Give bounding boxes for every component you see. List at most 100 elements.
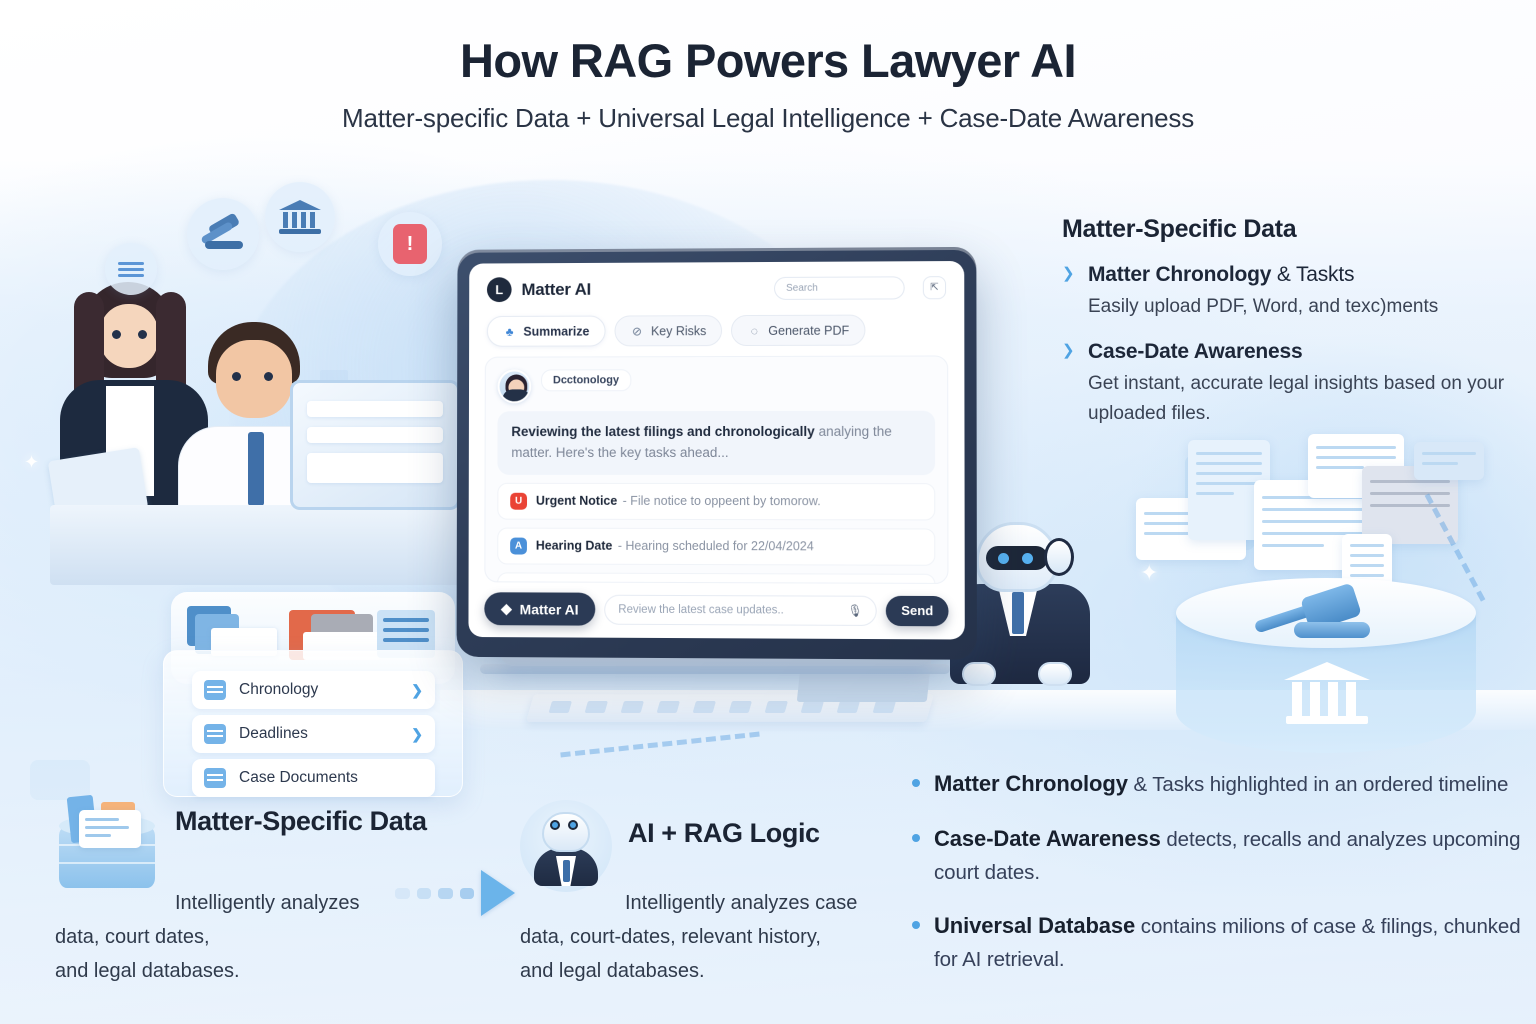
drop-icon: ◌ — [750, 323, 758, 338]
desk-left — [50, 505, 470, 585]
message-input[interactable]: Review the latest case updates.. 🎙 — [604, 594, 877, 626]
bottom-block-description: Intelligently analyzes data, court dates… — [55, 886, 485, 988]
generate-pdf-label: Generate PDF — [768, 323, 850, 338]
bullet-bold: Matter Chronology — [934, 771, 1128, 796]
task-text: - Hearing scheduled for 22/04/2024 — [614, 539, 814, 554]
bullet-rest: detects, recalls and analyzes upcoming c… — [934, 827, 1521, 884]
document-icon — [204, 724, 226, 744]
arrow-dash — [438, 887, 453, 899]
message-header: Dcctonology — [497, 369, 936, 404]
chevron-down-icon: ❯ — [1062, 265, 1075, 282]
matter-ai-pill-label: Matter AI — [519, 600, 579, 618]
summarize-button[interactable]: ♣ Summarize — [486, 315, 606, 347]
stack-row-label: Chronology — [239, 681, 319, 698]
bullet-rest: & Tasks highlighted in an ordered timeli… — [1127, 773, 1509, 796]
sender-chip: Dcctonology — [541, 369, 631, 392]
app-title: Matter AI — [521, 279, 592, 299]
generate-pdf-button[interactable]: ◌ Generate PDF — [731, 314, 866, 347]
bullet-bold: Case-Date Awareness — [934, 825, 1161, 851]
stack-row-label: Deadlines — [239, 725, 308, 742]
bullet-dot-icon — [912, 779, 920, 787]
bullet-item-chronology: Matter Chronology & Tasks highlighted in… — [912, 767, 1526, 802]
stack-row-label: Case Documents — [239, 769, 358, 786]
message-input-placeholder: Review the latest case updates.. — [618, 603, 784, 616]
database-documents-icon — [55, 788, 159, 892]
urgent-badge-icon: U — [510, 492, 528, 510]
app-header: L Matter AI Search ⇱ — [469, 261, 964, 312]
action-toolbar: ♣ Summarize ⊘ Key Risks ◌ Generate PDF — [469, 310, 964, 357]
hearing-badge-icon: A — [510, 537, 527, 555]
arrow-dash — [416, 887, 431, 899]
search-input[interactable]: Search — [774, 276, 905, 300]
feature-title-bold: Matter Chronology — [1088, 263, 1272, 286]
bullet-dot-icon — [912, 920, 920, 929]
bank-columns-icon — [279, 200, 321, 234]
header: How RAG Powers Lawyer AI Matter-specific… — [0, 34, 1536, 134]
app-screen: L Matter AI Search ⇱ ♣ Summarize ⊘ Key R… — [468, 260, 965, 640]
bank-columns-icon — [1284, 662, 1370, 726]
stack-row-chronology[interactable]: Chronology ❯ — [192, 671, 435, 709]
gavel-block-icon — [1294, 622, 1370, 638]
bubble-bank-icon — [265, 182, 335, 252]
right-feature-item-case-date: ❯ Case-Date Awareness Get instant, accur… — [1062, 340, 1522, 428]
chevron-down-icon: ❯ — [1062, 342, 1075, 360]
avatar — [497, 369, 532, 404]
document-lines-icon — [118, 259, 144, 280]
right-feature-panel: Matter-Specific Data ❯ Matter Chronology… — [1062, 215, 1522, 428]
card-stack-panel: Chronology ❯ Deadlines ❯ Case Documents — [163, 592, 463, 797]
key-risks-button[interactable]: ⊘ Key Risks — [614, 315, 723, 347]
documents-illustration — [1126, 434, 1526, 628]
stack-row-case-documents[interactable]: Case Documents — [192, 759, 435, 797]
bullet-item-universal-database: Universal Database contains milions of c… — [912, 909, 1526, 976]
arrow-dash — [459, 887, 474, 899]
task-text: - File notice to oppeent by tomorow. — [619, 494, 821, 509]
microphone-icon[interactable]: 🎙 — [847, 603, 863, 618]
feature-description: Get instant, accurate legal insights bas… — [1088, 373, 1505, 424]
expand-icon[interactable]: ⇱ — [922, 276, 947, 300]
robot-illustration — [796, 522, 1120, 712]
desc-line: and legal databases. — [55, 960, 240, 982]
bubble-gavel-icon — [187, 198, 259, 270]
send-button[interactable]: Send — [885, 595, 949, 626]
message-strong: Reviewing the latest filings and chronol… — [511, 423, 815, 440]
task-title: Urgent Notice — [535, 494, 618, 509]
pin-icon: ♣ — [505, 324, 514, 339]
task-row-urgent-notice[interactable]: U Urgent Notice - File notice to oppeent… — [497, 482, 936, 521]
bullet-dot-icon — [912, 833, 920, 842]
bottom-block-title: Matter-Specific Data — [175, 806, 427, 836]
shield-icon: ⊘ — [632, 323, 643, 338]
chevron-down-icon[interactable]: ❯ — [411, 681, 423, 698]
folder-icon — [204, 680, 226, 700]
bullet-rest: contains milions of case & filings, chun… — [934, 914, 1521, 971]
robot-icon — [520, 800, 612, 892]
task-row-hearing-date[interactable]: A Hearing Date - Hearing scheduled for 2… — [497, 527, 936, 566]
arrow-head-icon — [481, 870, 515, 916]
page-title: How RAG Powers Lawyer AI — [460, 34, 1077, 87]
gavel-icon — [200, 212, 245, 251]
monitor-frame: L Matter AI Search ⇱ ♣ Summarize ⊘ Key R… — [456, 246, 977, 660]
assistant-message: Reviewing the latest filings and chronol… — [497, 410, 936, 475]
arrow-dash — [395, 887, 410, 899]
right-feature-item-chronology: ❯ Matter Chronology & Taskts Easily uplo… — [1062, 263, 1522, 321]
sparkle-decoration: ✦ — [1140, 560, 1159, 585]
bubble-alert-icon: ! — [378, 212, 442, 276]
flow-arrow — [395, 870, 515, 916]
bubble-document-icon — [105, 243, 157, 295]
bottom-bullet-list: Matter Chronology & Tasks highlighted in… — [912, 767, 1526, 996]
matter-ai-pill[interactable]: ◆ Matter AI — [484, 592, 596, 626]
search-placeholder: Search — [786, 282, 818, 294]
desc-line: Intelligently analyzes — [175, 892, 360, 914]
composer: ◆ Matter AI Review the latest case updat… — [468, 582, 964, 639]
key-risks-label: Key Risks — [650, 323, 707, 338]
desc-line: Intelligently analyzes case — [625, 892, 858, 914]
alert-exclamation-icon: ! — [393, 224, 427, 264]
diamond-icon: ◆ — [501, 600, 512, 617]
desc-line: data, court dates, — [55, 926, 210, 948]
chevron-down-icon[interactable]: ❯ — [411, 725, 423, 742]
laptop-screen-left — [290, 380, 460, 510]
feature-description: Easily upload PDF, Word, and texc)ments — [1088, 296, 1439, 317]
desc-line: and legal databases. — [520, 960, 705, 982]
stack-row-deadlines[interactable]: Deadlines ❯ — [192, 715, 435, 753]
bullet-item-case-date: Case-Date Awareness detects, recalls and… — [912, 822, 1526, 889]
bottom-block-ai-rag-logic: AI + RAG Logic Intelligently analyzes ca… — [520, 800, 920, 988]
